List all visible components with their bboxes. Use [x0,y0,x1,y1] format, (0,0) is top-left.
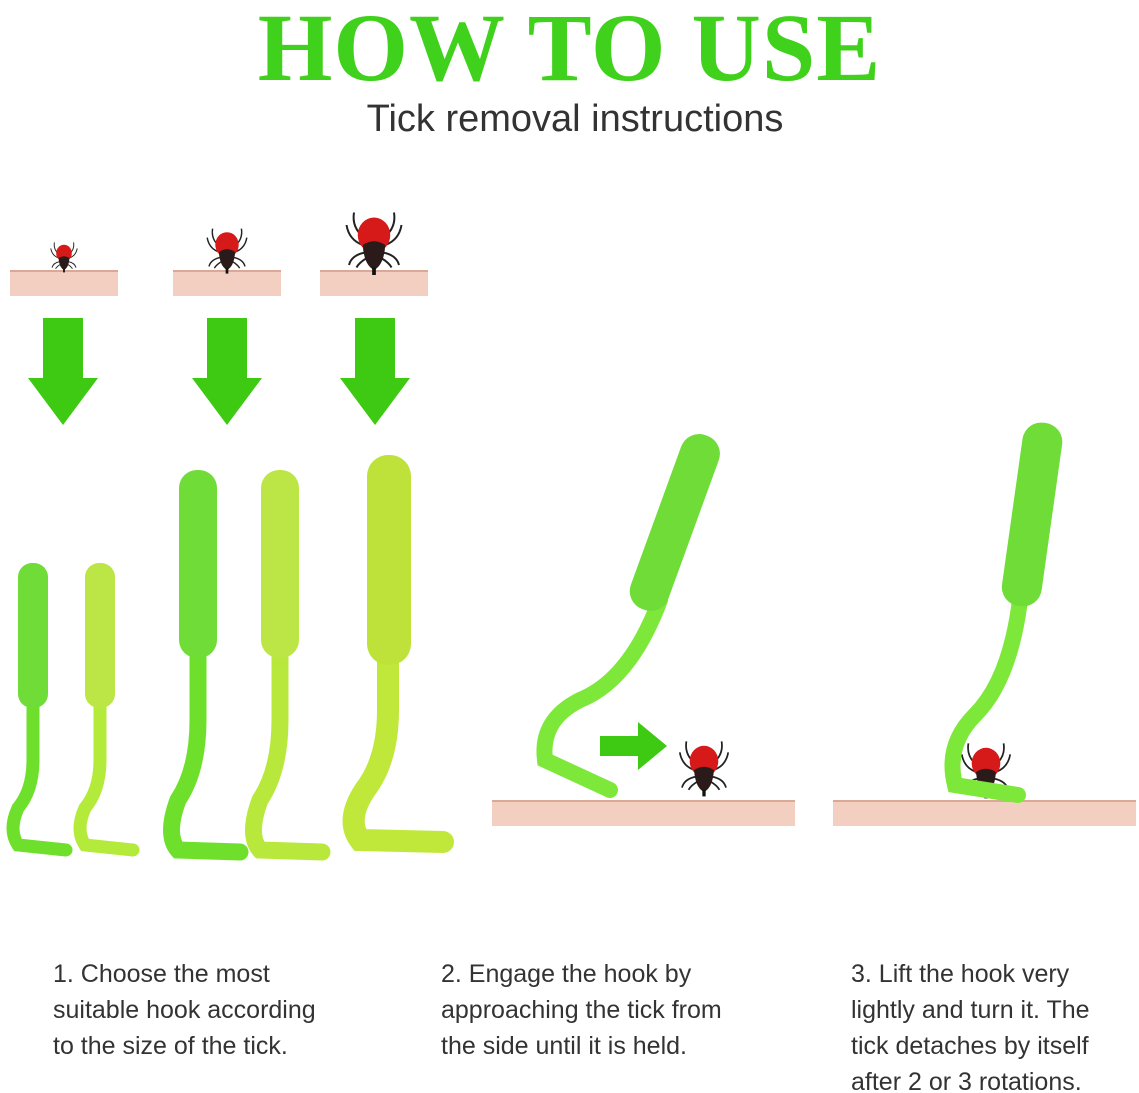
hook-medium-lime [245,470,331,861]
page-subtitle: Tick removal instructions [366,98,784,140]
step-1-text: 1. Choose the most suitable hook accordi… [53,960,316,1060]
page-title: HOW TO USE [257,0,882,101]
hook-small-lime [73,563,140,857]
arrow-down-icon [28,318,98,425]
arrow-down-icon [192,318,262,425]
small-tick-icon [50,241,78,273]
hook-small-green [6,563,73,857]
large-tick-icon [345,211,403,276]
skin-small-tick [10,241,118,296]
step3-illustration [833,422,1136,826]
step-2-text: 2. Engage the hook by approaching the ti… [441,960,722,1060]
step-3-text: 3. Lift the hook very lightly and turn i… [851,960,1090,1093]
step2-illustration [492,434,795,826]
hook-medium-green [163,470,249,861]
arrow-down-icon [340,318,410,425]
skin-large-tick [320,211,428,296]
arrow-right-icon [600,722,667,770]
medium-tick-icon [206,227,248,275]
tick-icon [678,740,730,798]
skin-medium-tick [173,227,281,296]
hook-large-lime [342,455,454,853]
